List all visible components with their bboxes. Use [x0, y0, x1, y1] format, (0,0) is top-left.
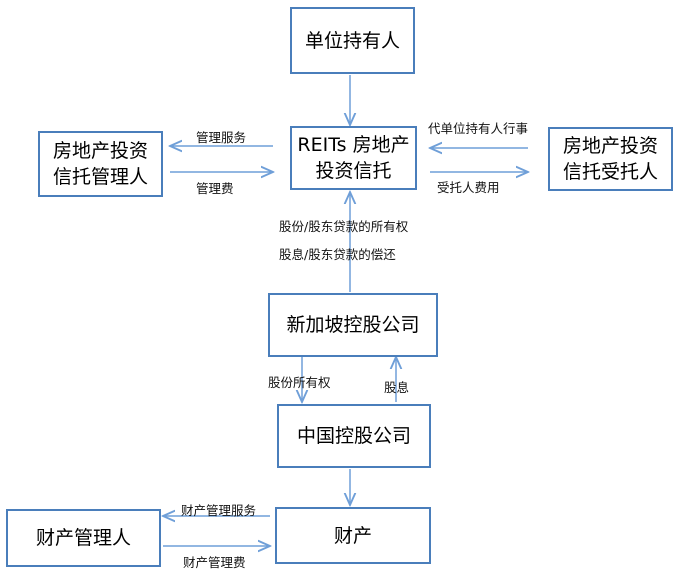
label-property-mgmt-fee: 财产管理费 — [183, 555, 246, 570]
property-label: 财产 — [333, 524, 372, 547]
unit-holders-label: 单位持有人 — [304, 29, 400, 52]
trust-manager-label: 房地产投资信托管理人 — [52, 140, 148, 188]
unit-holders-box: 单位持有人 — [290, 7, 415, 74]
china-holding-box: 中国控股公司 — [277, 404, 431, 468]
label-share-ownership: 股份所有权 — [268, 375, 331, 390]
reits-trust-box: REITs 房地产投资信托 — [290, 126, 417, 190]
label-on-behalf: 代单位持有人行事 — [428, 121, 529, 136]
property-manager-box: 财产管理人 — [6, 509, 161, 567]
label-mgmt-fee: 管理费 — [196, 181, 234, 196]
label-dividend: 股息 — [384, 380, 410, 395]
trust-trustee-label: 房地产投资信托受托人 — [562, 135, 658, 183]
property-manager-label: 财产管理人 — [35, 527, 131, 549]
trust-trustee-box: 房地产投资信托受托人 — [548, 127, 673, 191]
singapore-holding-label: 新加坡控股公司 — [286, 314, 420, 336]
reits-trust-label: REITs 房地产投资信托 — [297, 134, 410, 182]
label-mgmt-service: 管理服务 — [196, 130, 247, 145]
trust-manager-box: 房地产投资信托管理人 — [38, 131, 163, 197]
label-shares-loan-ownership: 股份/股东贷款的所有权 — [279, 219, 409, 234]
label-property-mgmt-service: 财产管理服务 — [181, 503, 257, 518]
property-box: 财产 — [275, 507, 431, 564]
singapore-holding-box: 新加坡控股公司 — [268, 293, 438, 357]
label-trustee-fee: 受托人费用 — [437, 180, 500, 195]
china-holding-label: 中国控股公司 — [296, 425, 411, 447]
label-dividend-loan-repay: 股息/股东贷款的偿还 — [279, 247, 396, 262]
